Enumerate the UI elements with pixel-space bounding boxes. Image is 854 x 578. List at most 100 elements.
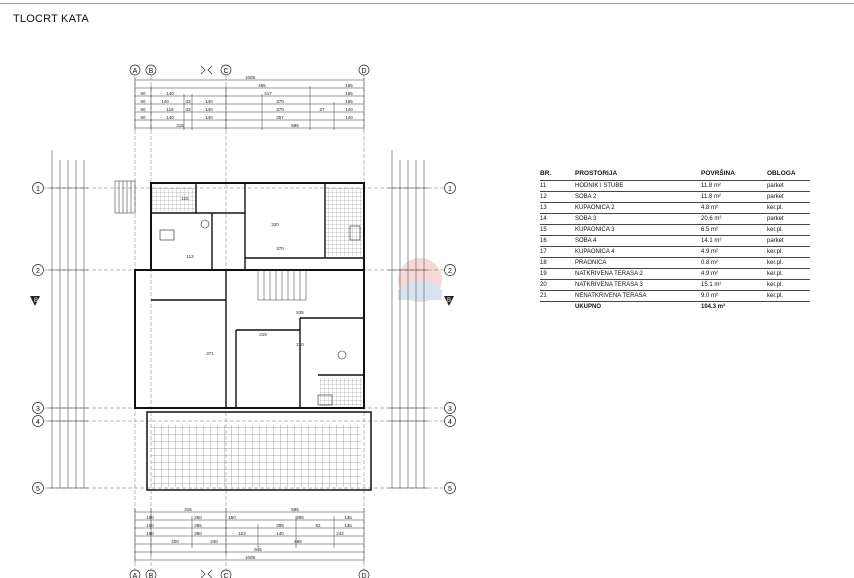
svg-text:185: 185 <box>345 99 353 104</box>
svg-text:357: 357 <box>276 115 284 120</box>
grid-col-label: A <box>133 68 138 75</box>
svg-text:33: 33 <box>185 99 191 104</box>
svg-text:140: 140 <box>166 115 174 120</box>
svg-text:945: 945 <box>254 547 262 552</box>
svg-text:B: B <box>34 298 38 304</box>
sheet-title: TLOCRT KATA <box>13 13 89 25</box>
room-dim-label: 113 <box>186 254 194 259</box>
svg-text:60: 60 <box>140 99 146 104</box>
grid-col-label: C <box>223 573 228 578</box>
col-header-povrsina: POVRŠINA <box>701 170 767 181</box>
room-dim-label: 320 <box>271 222 279 227</box>
svg-text:242: 242 <box>336 531 344 536</box>
svg-text:388: 388 <box>276 523 284 528</box>
room-dim-label: 370 <box>276 246 284 251</box>
svg-text:370: 370 <box>276 107 284 112</box>
room-dim-label: 219 <box>259 332 267 337</box>
svg-text:585: 585 <box>291 123 299 128</box>
svg-text:315: 315 <box>184 507 192 512</box>
svg-text:135: 135 <box>344 515 352 520</box>
svg-text:123: 123 <box>238 531 246 536</box>
svg-text:135: 135 <box>344 523 352 528</box>
svg-text:340: 340 <box>210 539 218 544</box>
grid-bubble-a-bottom <box>129 569 141 578</box>
svg-text:585: 585 <box>291 507 299 512</box>
svg-text:B: B <box>447 298 451 304</box>
svg-text:140: 140 <box>166 91 174 96</box>
svg-text:27: 27 <box>319 107 325 112</box>
svg-text:1005: 1005 <box>245 555 256 560</box>
svg-text:52: 52 <box>315 523 321 528</box>
svg-text:395: 395 <box>296 515 304 520</box>
watermark-logo <box>398 258 442 302</box>
svg-text:417: 417 <box>264 91 272 96</box>
svg-text:60: 60 <box>140 107 146 112</box>
svg-text:116: 116 <box>166 107 174 112</box>
grid-bubble-b-bottom <box>145 569 157 578</box>
svg-text:60: 60 <box>140 91 146 96</box>
room-dim-label: 535 <box>296 310 304 315</box>
grid-col-label: D <box>361 68 366 75</box>
grid-row-label: 2 <box>448 268 452 275</box>
grid-row-label: 5 <box>448 486 452 493</box>
section-marker-right: B <box>444 296 454 306</box>
grid-row-label: 4 <box>448 419 452 426</box>
svg-text:33: 33 <box>185 107 191 112</box>
col-header-br: BR. <box>540 170 575 181</box>
interior-stair <box>257 269 307 301</box>
svg-text:150: 150 <box>146 515 154 520</box>
section-marker-left: B <box>30 296 40 306</box>
svg-text:400: 400 <box>171 539 179 544</box>
svg-text:1005: 1005 <box>245 75 256 80</box>
grid-col-label: B <box>149 68 154 75</box>
svg-text:140: 140 <box>276 531 284 536</box>
svg-text:150: 150 <box>146 523 154 528</box>
svg-text:390: 390 <box>194 531 202 536</box>
grid-row-label: 4 <box>36 419 40 426</box>
svg-text:140: 140 <box>205 99 213 104</box>
terrace-tiles <box>151 425 361 487</box>
room-dim-label: 371 <box>206 351 214 356</box>
top-border-line <box>0 3 854 4</box>
col-header-prostorija: PROSTORIJA <box>575 170 701 181</box>
grid-bubble-d-bottom <box>358 569 370 578</box>
grid-col-label: D <box>361 573 366 578</box>
svg-text:60: 60 <box>140 115 146 120</box>
grid-row-label: 1 <box>448 186 452 193</box>
grid-row-label: 3 <box>36 406 40 413</box>
svg-text:315: 315 <box>176 123 184 128</box>
grid-row-label: 5 <box>36 486 40 493</box>
grid-bubble-c-top <box>220 64 232 76</box>
svg-text:160: 160 <box>146 531 154 536</box>
svg-text:140: 140 <box>161 99 169 104</box>
svg-text:185: 185 <box>345 83 353 88</box>
svg-text:150: 150 <box>228 515 236 520</box>
svg-text:665: 665 <box>294 539 302 544</box>
svg-text:385: 385 <box>194 523 202 528</box>
grid-row-label: 2 <box>36 268 40 275</box>
svg-text:465: 465 <box>258 83 266 88</box>
svg-text:140: 140 <box>205 107 213 112</box>
svg-text:140: 140 <box>345 115 353 120</box>
grid-bubble-c-bottom <box>220 569 232 578</box>
svg-text:185: 185 <box>345 91 353 96</box>
grid-bubble-d-top <box>358 64 370 76</box>
grid-col-label: A <box>133 573 138 578</box>
svg-text:140: 140 <box>205 115 213 120</box>
svg-text:250: 250 <box>194 515 202 520</box>
room-dim-label: 210 <box>296 342 304 347</box>
svg-text:370: 370 <box>276 99 284 104</box>
